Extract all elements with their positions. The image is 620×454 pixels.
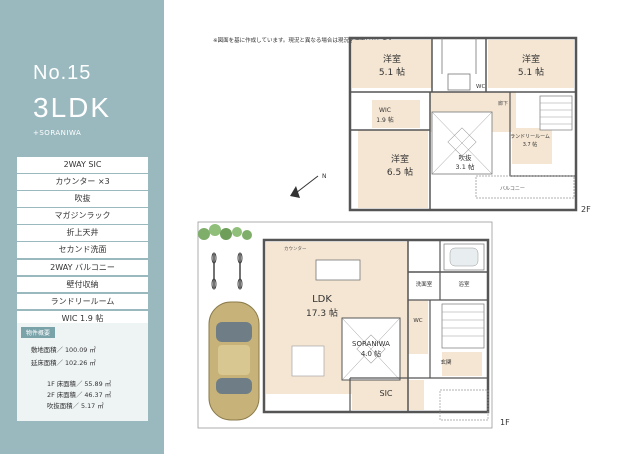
feature-item: マガジンラック: [17, 208, 148, 224]
feature-item: 2WAY SIC: [17, 157, 148, 173]
room-bed2-size: 5.1 帖: [518, 66, 544, 78]
room-wc-2f: WC: [476, 84, 485, 90]
room-wic-size: 1.9 帖: [376, 116, 393, 124]
room-wc-1f: WC: [413, 318, 422, 324]
listing-layout: 3LDK: [33, 92, 112, 123]
floor-2f: 洋室 5.1 帖 洋室 5.1 帖 洋室 6.5 帖 WIC 1.9 帖 吹抜 …: [290, 36, 578, 212]
room-ldk-size: 17.3 帖: [306, 307, 338, 319]
floor-1f: LDK 17.3 帖 SORANIWA 4.0 帖 SIC 玄関 浴室 洗面室 …: [197, 221, 493, 429]
car-icon: [208, 301, 260, 421]
room-balcony: バルコニー: [500, 186, 525, 192]
feature-item: ランドリールーム: [17, 293, 148, 310]
room-laundry-size: 3.7 帖: [523, 141, 538, 148]
site-area: 敷地面積／ 100.09 ㎡: [31, 346, 96, 354]
feature-item: 2WAY バルコニー: [17, 259, 148, 276]
room-counter: カウンター: [284, 245, 307, 252]
room-hall: 廊下: [498, 100, 508, 107]
f2-area: 2F 床面積／ 46.37 ㎡: [47, 391, 112, 399]
listing-subtitle: +SORANIWA: [33, 129, 82, 137]
void-area: 吹抜面積／ 5.17 ㎡: [47, 402, 104, 410]
room-bed2: 洋室: [522, 53, 540, 65]
f1-area: 1F 床面積／ 55.89 ㎡: [47, 380, 112, 388]
room-laundry: ランドリールーム: [510, 134, 550, 140]
floor-label-1f: 1F: [500, 418, 510, 427]
room-bed1: 洋室: [383, 53, 401, 65]
room-wic: WIC: [379, 107, 391, 114]
stairs-icon: [441, 303, 485, 349]
room-wash: 洗面室: [416, 280, 433, 288]
room-bed3: 洋室: [391, 153, 409, 165]
spec-box: 物件概要 敷地面積／ 100.09 ㎡ 延床面積／ 102.26 ㎡ 1F 床面…: [17, 323, 148, 421]
tree-icon: [198, 224, 252, 240]
room-void: 吹抜: [459, 153, 473, 162]
sidebar: No.15 3LDK +SORANIWA 2WAY SIC カウンター ×3 吹…: [0, 0, 164, 454]
room-entrance: 玄関: [440, 358, 452, 366]
svg-text:N: N: [322, 173, 327, 180]
room-sic: SIC: [379, 389, 392, 398]
feature-item: 壁付収納: [17, 276, 148, 293]
listing-number: No.15: [33, 62, 92, 84]
feature-list: 2WAY SIC カウンター ×3 吹抜 マガジンラック 折上天井 セカンド洗面…: [17, 157, 148, 328]
feature-item: セカンド洗面: [17, 242, 148, 259]
feature-item: 吹抜: [17, 191, 148, 207]
compass-icon: N: [290, 173, 327, 198]
room-bed3-size: 6.5 帖: [387, 166, 413, 178]
room-bed1-size: 5.1 帖: [379, 66, 405, 78]
floor-area: 延床面積／ 102.26 ㎡: [31, 359, 96, 367]
spec-heading: 物件概要: [21, 327, 56, 338]
feature-item: カウンター ×3: [17, 174, 148, 190]
room-soraniwa-size: 4.0 帖: [361, 349, 381, 358]
room-soraniwa: SORANIWA: [352, 340, 390, 348]
floor-plan: 洋室 5.1 帖 洋室 5.1 帖 洋室 6.5 帖 WIC 1.9 帖 吹抜 …: [197, 36, 591, 429]
stairs-icon: [539, 95, 573, 131]
floor-label-2f: 2F: [581, 205, 591, 214]
room-ldk: LDK: [312, 294, 332, 305]
feature-item: WIC 1.9 帖: [17, 310, 148, 327]
room-void-size: 3.1 帖: [456, 162, 475, 171]
room-bath: 浴室: [458, 280, 470, 288]
bicycle-icon: [211, 252, 243, 290]
plan-note: ※図面を基に作成しています。現況と異なる場合は現況を優先いたします。: [213, 38, 398, 44]
feature-item: 折上天井: [17, 225, 148, 241]
